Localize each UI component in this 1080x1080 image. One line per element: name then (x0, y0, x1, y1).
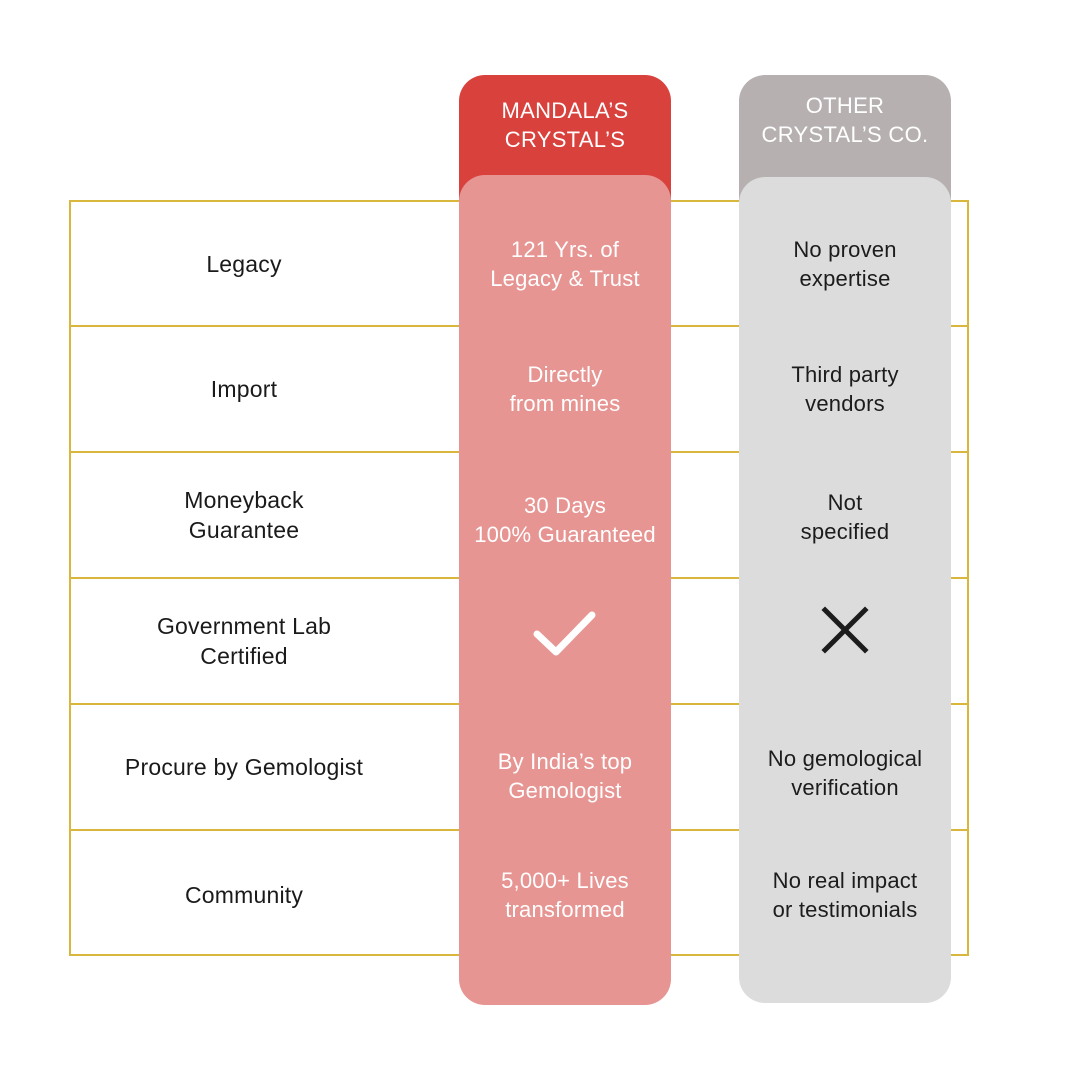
other-cell-government-lab (739, 568, 951, 692)
mandala-cell-moneyback: 30 Days 100% Guaranteed (474, 493, 656, 547)
row-label-gemologist: Procure by Gemologist (124, 754, 364, 780)
row-label-community: Community (184, 882, 304, 908)
mandala-column-body (459, 175, 671, 1005)
row-label-import: Import (210, 376, 278, 402)
other-cell-legacy: No proven expertise (793, 237, 897, 291)
mandala-cell-government-lab (459, 572, 671, 696)
other-column-title: OTHER CRYSTAL’S CO. (761, 93, 929, 147)
mandala-cell-legacy: 121 Yrs. of Legacy & Trust (490, 237, 640, 291)
check-icon (533, 611, 596, 656)
row-label-legacy: Legacy (206, 251, 282, 277)
mandala-cell-community: 5,000+ Lives transformed (501, 868, 629, 922)
row-label-moneyback: Moneyback Guarantee (184, 487, 304, 543)
mandala-cell-import: Directly from mines (509, 362, 621, 416)
other-column-body (739, 177, 951, 1003)
mandala-column-title: MANDALA’S CRYSTAL’S (501, 98, 629, 152)
mandala-cell-gemologist: By India’s top Gemologist (497, 749, 633, 803)
other-cell-community: No real impact or testimonials (772, 868, 918, 922)
row-label-government-lab: Government Lab Certified (156, 613, 332, 669)
other-cell-import: Third party vendors (791, 362, 899, 416)
other-cell-gemologist: No gemological verification (767, 746, 923, 800)
cross-icon (821, 606, 869, 654)
other-cell-moneyback: Not specified (800, 490, 890, 544)
